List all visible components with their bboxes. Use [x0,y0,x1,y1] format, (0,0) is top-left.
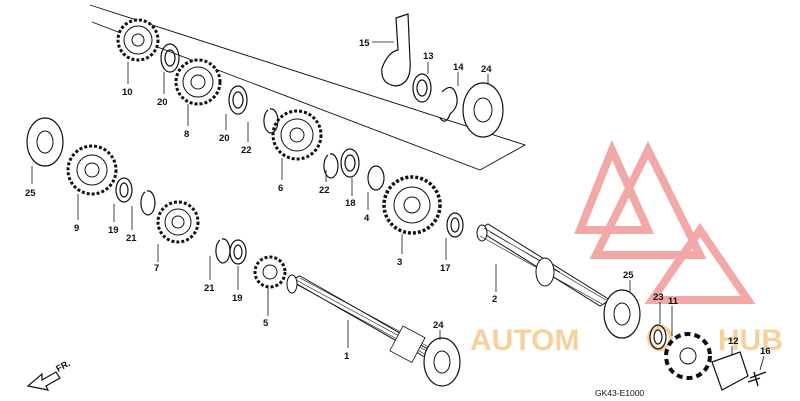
callout-24a: 24 [481,64,492,75]
callout-9: 9 [74,223,79,234]
callout-19a: 19 [108,225,119,236]
diagram-code: GK43-E1000 [595,388,644,398]
callout-24b: 24 [433,320,444,331]
callout-7: 7 [154,263,159,274]
gear-8 [176,60,220,104]
callout-25a: 25 [25,188,36,199]
callout-22b: 22 [319,185,330,196]
callout-17: 17 [440,263,451,274]
watermark-text-right: HUB [718,324,783,357]
callout-15: 15 [359,38,370,49]
callout-3: 3 [397,257,402,268]
callout-2: 2 [492,294,497,305]
callout-10: 10 [122,87,133,98]
callout-4: 4 [364,213,370,224]
callout-16: 16 [760,346,771,357]
front-direction-indicator: FR. [26,358,72,391]
callout-6: 6 [278,183,283,194]
watermark-text-left: AUTOM [470,324,579,357]
front-arrow-icon [26,371,61,391]
stopper-plate [381,13,411,87]
callout-5: 5 [263,318,269,329]
callout-23: 23 [653,292,664,303]
bearing-25-right [604,290,640,338]
gear-3 [384,177,440,233]
callout-20a: 20 [157,97,168,108]
callout-11: 11 [668,296,679,307]
mainshaft [287,275,440,370]
watermark-triangle-small [644,222,756,304]
gear-10 [118,20,158,60]
washers-and-clips [116,44,666,349]
gear-7 [158,202,198,242]
callout-1: 1 [344,351,350,362]
bolt [747,371,767,387]
callout-labels: 10 20 8 20 22 6 22 18 4 25 9 19 21 7 21 … [25,38,771,362]
callout-25b: 25 [623,270,634,281]
callout-21a: 21 [126,233,137,244]
callout-20b: 20 [219,133,230,144]
callout-8: 8 [184,129,189,140]
group-frame [89,4,527,171]
callout-14: 14 [453,62,464,73]
watermark-triangle-right [589,140,707,259]
countershaft [477,224,610,306]
bearing-24-main [424,338,460,386]
callout-21b: 21 [204,283,215,294]
callout-19b: 19 [232,293,243,304]
fixing-plate [711,351,749,391]
bearing-24-top [463,83,503,137]
callout-22a: 22 [241,145,252,156]
leader-lines [31,41,765,371]
callout-18: 18 [345,198,356,209]
bearing-25-left [27,118,63,166]
gear-5 [255,257,285,287]
callout-13: 13 [423,51,434,62]
front-label: FR. [54,358,71,374]
gear-9 [68,146,116,194]
sprocket-11 [666,334,710,378]
callout-12: 12 [728,336,739,347]
gear-6 [273,111,321,159]
